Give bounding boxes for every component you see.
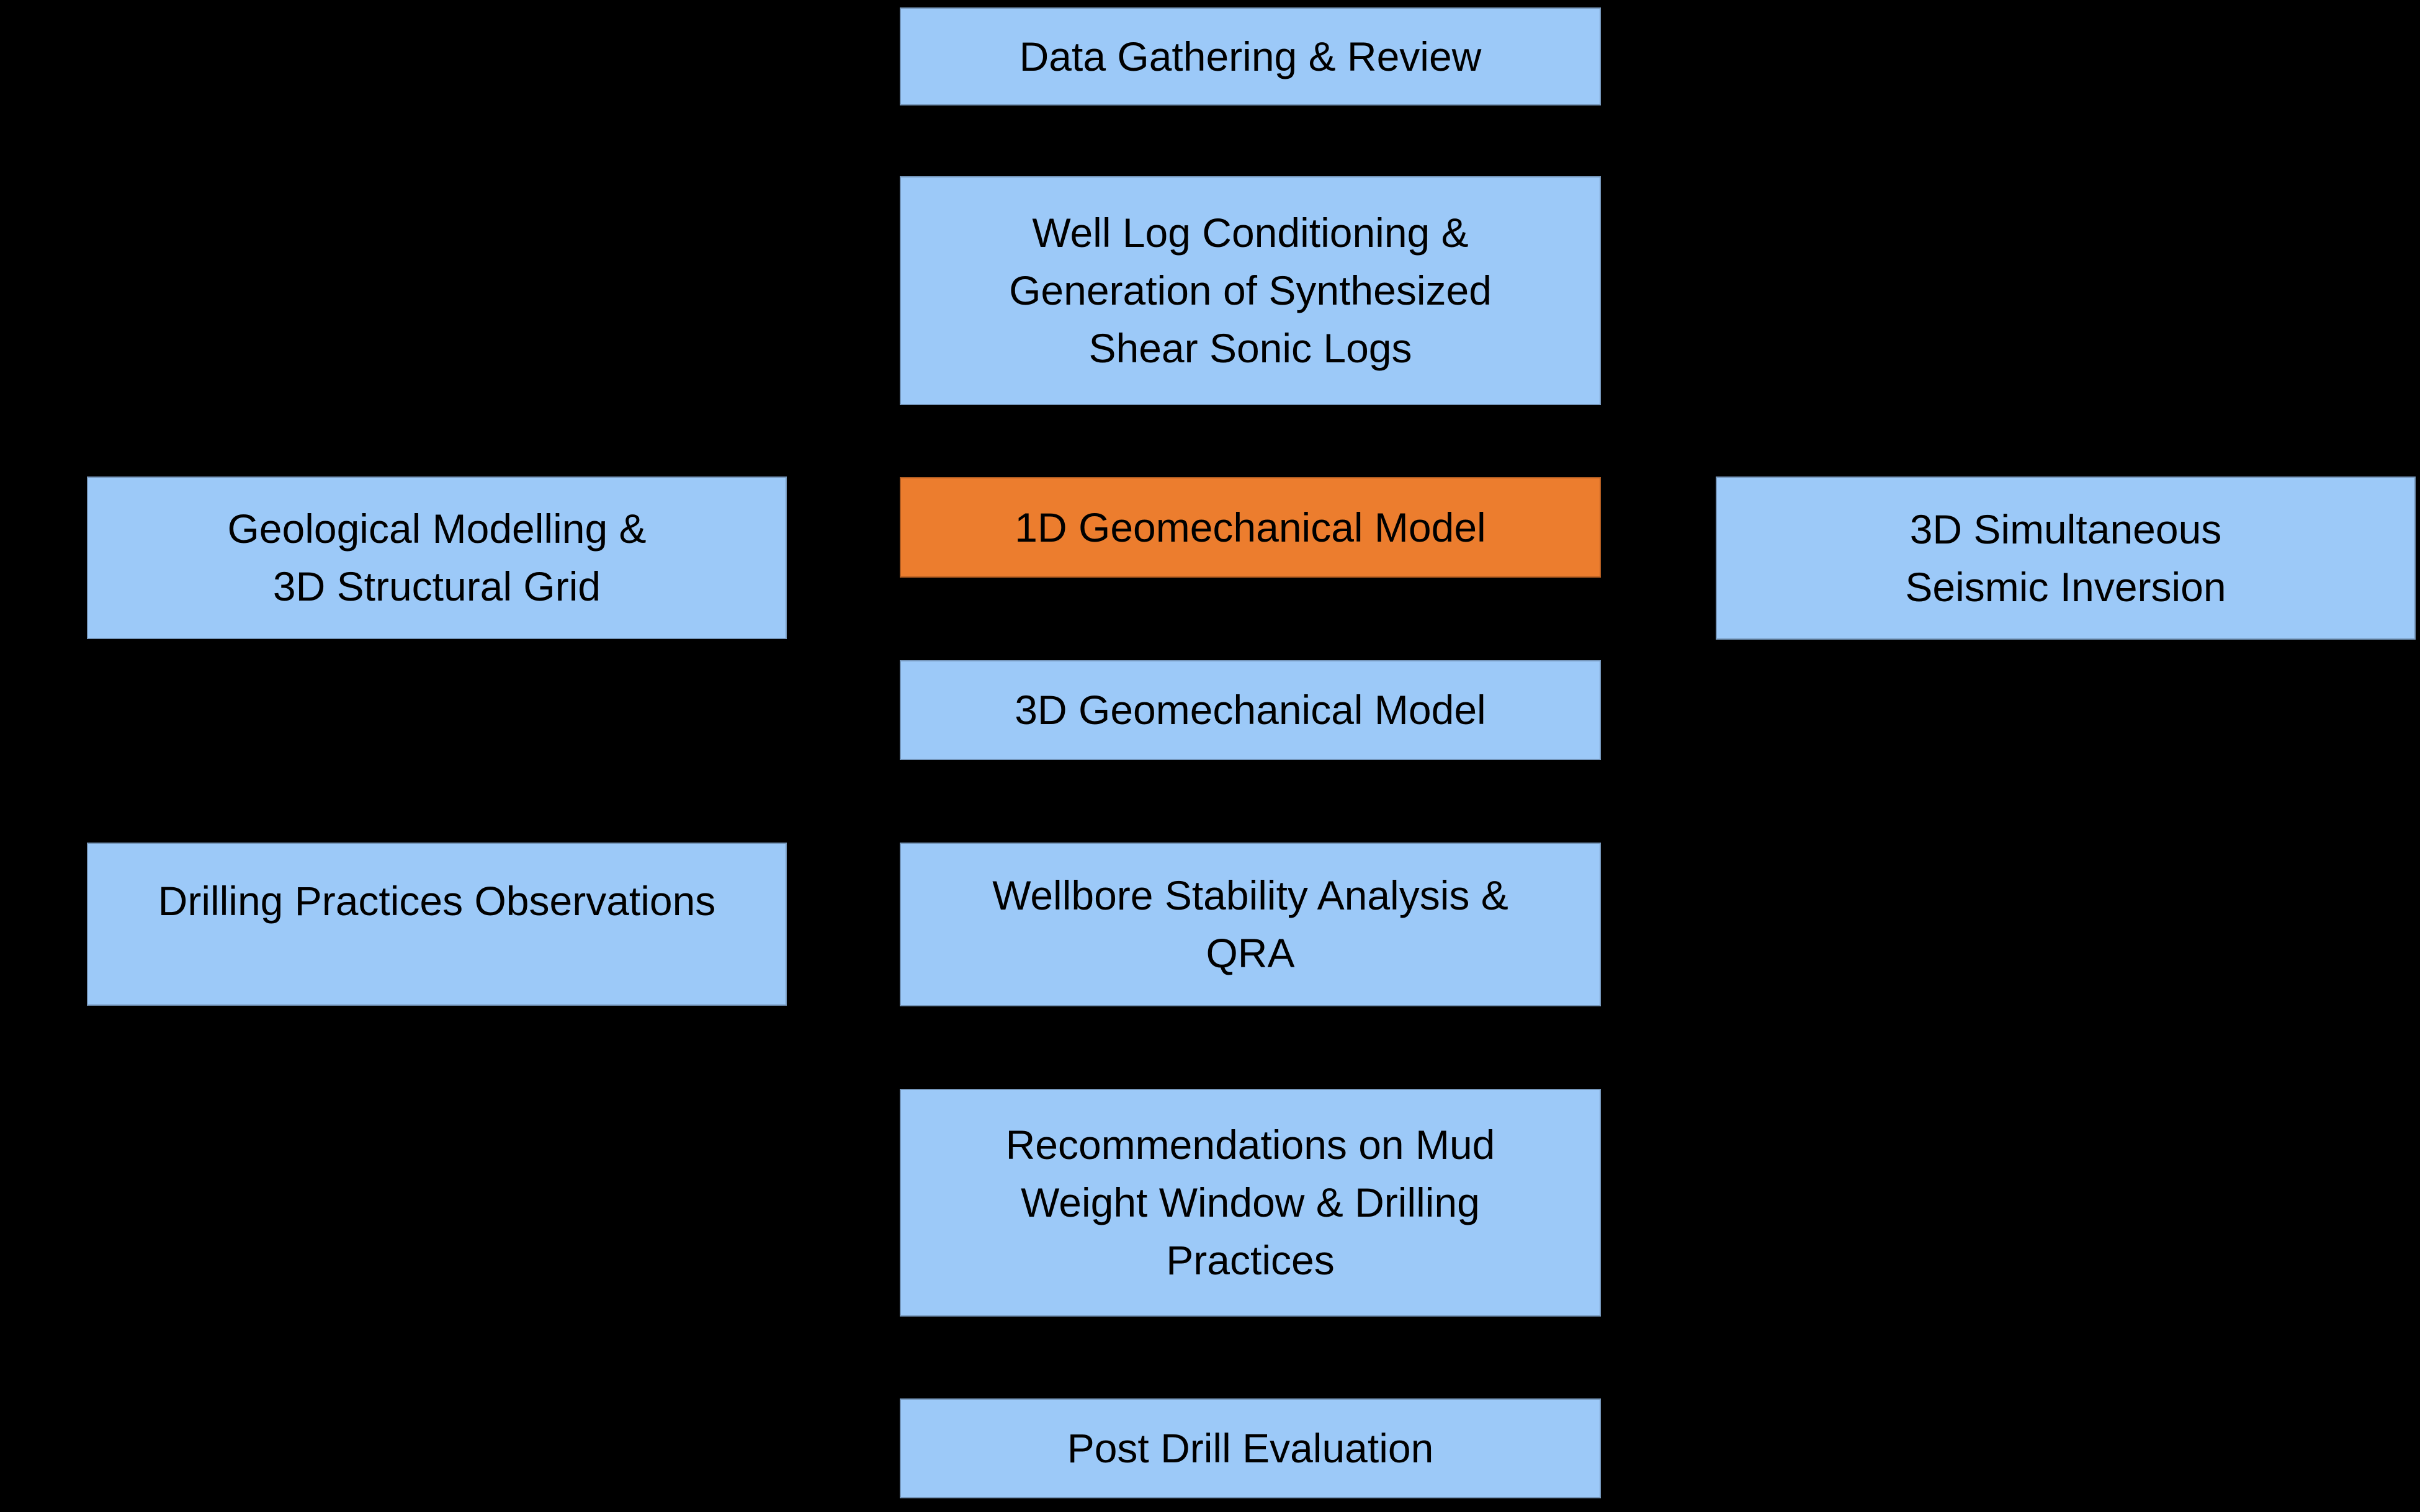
flow-node-1d-geomechanical-model: 1D Geomechanical Model [900, 477, 1601, 578]
flow-node-wellbore-stability-analysis-qra: Wellbore Stability Analysis & QRA [900, 843, 1601, 1006]
flow-node-geological-modelling: Geological Modelling & 3D Structural Gri… [87, 476, 787, 639]
flow-node-well-log-conditioning: Well Log Conditioning & Generation of Sy… [900, 176, 1601, 405]
flow-node-post-drill-evaluation: Post Drill Evaluation [900, 1398, 1601, 1498]
flow-node-recommendations-mud-weight: Recommendations on Mud Weight Window & D… [900, 1089, 1601, 1317]
flow-node-3d-geomechanical-model: 3D Geomechanical Model [900, 660, 1601, 760]
flow-node-data-gathering-review: Data Gathering & Review [900, 7, 1601, 105]
flow-node-drilling-practices-observations: Drilling Practices Observations [87, 843, 787, 1006]
flow-node-3d-simultaneous-seismic-inversion: 3D Simultaneous Seismic Inversion [1716, 476, 2416, 640]
